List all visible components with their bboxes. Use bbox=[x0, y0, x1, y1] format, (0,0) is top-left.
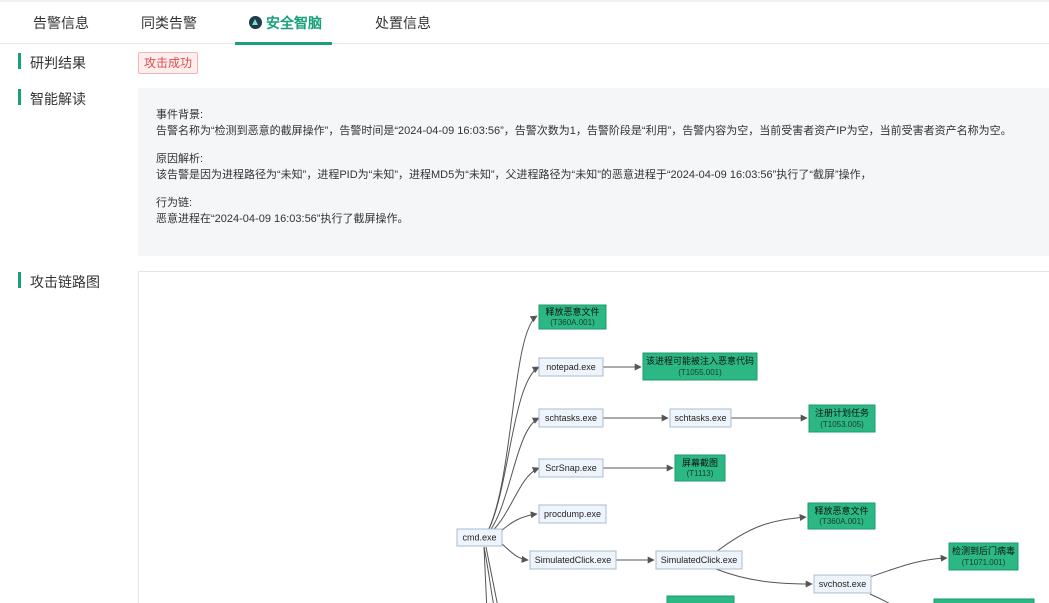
behavior-chain-label: 行为链: bbox=[156, 197, 193, 209]
technique-node-release-file-1[interactable]: 释放恶意文件 (T360A.001) bbox=[538, 304, 607, 330]
active-tab-indicator bbox=[235, 42, 332, 45]
process-label: svchost.exe bbox=[819, 579, 867, 589]
edge-cmd-down-2 bbox=[483, 546, 488, 603]
technique-id: (T1113) bbox=[687, 469, 714, 478]
process-node-notepad[interactable]: notepad.exe bbox=[538, 357, 604, 377]
section-marker bbox=[18, 89, 21, 105]
technique-name: 注册计划任务 bbox=[815, 407, 869, 418]
process-label: ScrSnap.exe bbox=[545, 463, 597, 473]
edge-cmd-to-simulatedclick bbox=[499, 541, 529, 563]
background-label: 事件背景: bbox=[156, 109, 204, 121]
technique-node-register-task[interactable]: 注册计划任务 (T1053.005) bbox=[808, 404, 876, 433]
technique-id: (T1071.001) bbox=[962, 558, 1006, 567]
process-node-svchost[interactable]: svchost.exe bbox=[813, 574, 872, 594]
process-label: procdump.exe bbox=[544, 509, 601, 519]
edge-cmd-to-procdump bbox=[499, 511, 538, 533]
technique-node-release-file-2[interactable]: 释放恶意文件 (T360A.001) bbox=[807, 502, 876, 530]
process-node-procdump[interactable]: procdump.exe bbox=[538, 504, 607, 524]
background-paragraph: 事件背景: 告警名称为“检测到恶意的截屏操作”，告警时间是“2024-04-09… bbox=[156, 107, 1031, 139]
attack-chain-graph[interactable]: cmd.exe notepad.exe schtasks.exe schtask… bbox=[138, 271, 1049, 603]
technique-name: 屏幕截图 bbox=[682, 457, 718, 468]
graph-edges bbox=[483, 315, 948, 603]
process-label: SimulatedClick.exe bbox=[535, 555, 612, 565]
section-title-interpretation: 智能解读 bbox=[30, 91, 86, 107]
tab-security-brain[interactable]: 安全智脑 bbox=[249, 2, 322, 44]
technique-name: 释放恶意文件 bbox=[814, 505, 868, 516]
section-title-attack-chain: 攻击链路图 bbox=[30, 274, 100, 290]
technique-id: (T360A.001) bbox=[819, 517, 864, 526]
process-label: SimulatedClick.exe bbox=[661, 555, 738, 565]
tab-security-brain-label: 安全智脑 bbox=[266, 15, 322, 31]
tab-bar: 告警信息 同类告警 安全智脑 处置信息 bbox=[0, 0, 1049, 45]
process-label: schtasks.exe bbox=[674, 413, 726, 423]
cause-paragraph: 原因解析: 该告警是因为进程路径为“未知”，进程PID为“未知”，进程MD5为“… bbox=[156, 151, 1031, 183]
edge-cmd-down-1 bbox=[483, 546, 494, 603]
judgement-result-badge: 攻击成功 bbox=[138, 52, 199, 74]
edge-cmd-down-3 bbox=[485, 546, 498, 603]
process-label: notepad.exe bbox=[546, 362, 596, 372]
edge-svchost-down bbox=[869, 593, 890, 603]
process-label: cmd.exe bbox=[462, 533, 496, 543]
tab-alert-info[interactable]: 告警信息 bbox=[33, 15, 89, 31]
technique-id: (T1055.001) bbox=[678, 368, 722, 377]
process-node-scrsnap[interactable]: ScrSnap.exe bbox=[538, 458, 604, 478]
background-text: 告警名称为“检测到恶意的截屏操作”，告警时间是“2024-04-09 16:03… bbox=[156, 125, 1012, 137]
edge-cmd-to-schtasks bbox=[483, 417, 540, 539]
section-marker bbox=[18, 272, 21, 288]
interpretation-panel: 事件背景: 告警名称为“检测到恶意的截屏操作”，告警时间是“2024-04-09… bbox=[138, 88, 1049, 256]
tab-disposal-info[interactable]: 处置信息 bbox=[375, 15, 431, 31]
technique-node-partial[interactable] bbox=[933, 598, 1035, 603]
edge-simclick-to-release-file bbox=[715, 514, 807, 553]
tab-similar-alerts[interactable]: 同类告警 bbox=[141, 15, 197, 31]
technique-id: (T1053.005) bbox=[820, 420, 864, 429]
edge-svchost-to-backdoor bbox=[869, 554, 948, 578]
process-node-schtasks-1[interactable]: schtasks.exe bbox=[538, 408, 604, 428]
attack-chain-svg: cmd.exe notepad.exe schtasks.exe schtask… bbox=[456, 304, 1035, 603]
technique-node-process-injection[interactable]: 该进程可能被注入恶意代码 (T1055.001) bbox=[642, 352, 758, 381]
process-node-simulatedclick-1[interactable]: SimulatedClick.exe bbox=[529, 550, 617, 570]
process-node-simulatedclick-2[interactable]: SimulatedClick.exe bbox=[655, 550, 743, 570]
process-label: schtasks.exe bbox=[545, 413, 597, 423]
technique-node-partial[interactable] bbox=[666, 595, 735, 603]
technique-name: 检测到后门病毒 bbox=[952, 545, 1015, 556]
edge-simclick-to-svchost bbox=[715, 568, 813, 588]
technique-name: 该进程可能被注入恶意代码 bbox=[646, 355, 754, 366]
technique-id: (T360A.001) bbox=[550, 318, 595, 327]
process-node-cmd[interactable]: cmd.exe bbox=[456, 528, 503, 547]
cause-text: 该告警是因为进程路径为“未知”，进程PID为“未知”，进程MD5为“未知”，父进… bbox=[156, 169, 872, 181]
section-title-judgement: 研判结果 bbox=[30, 55, 86, 71]
ai-brain-icon bbox=[249, 16, 262, 29]
cause-label: 原因解析: bbox=[156, 153, 204, 165]
technique-name: 释放恶意文件 bbox=[545, 306, 599, 317]
technique-node-backdoor[interactable]: 检测到后门病毒 (T1071.001) bbox=[948, 542, 1019, 571]
behavior-chain-paragraph: 行为链: 恶意进程在“2024-04-09 16:03:56”执行了截屏操作。 bbox=[156, 195, 1031, 227]
behavior-chain-text: 恶意进程在“2024-04-09 16:03:56”执行了截屏操作。 bbox=[156, 213, 409, 225]
edge-cmd-to-notepad bbox=[483, 366, 540, 539]
technique-node-screenshot[interactable]: 屏幕截图 (T1113) bbox=[674, 454, 726, 482]
section-marker bbox=[18, 53, 21, 69]
process-node-schtasks-2[interactable]: schtasks.exe bbox=[669, 408, 732, 428]
